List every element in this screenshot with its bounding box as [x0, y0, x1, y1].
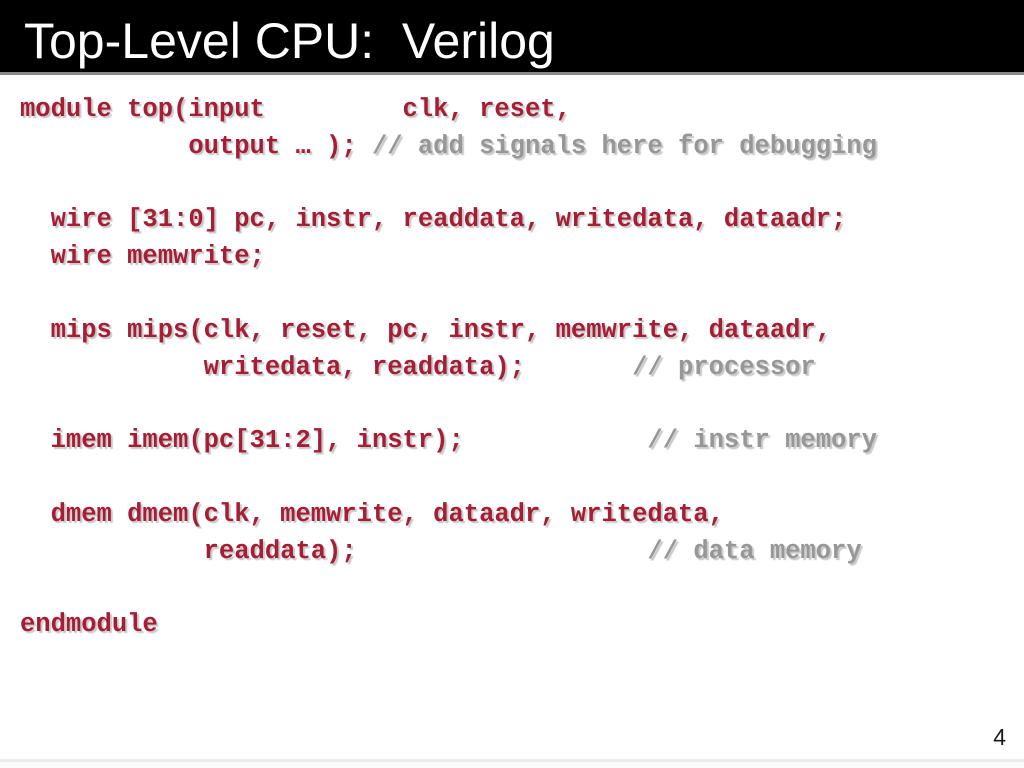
code-comment: // data memory: [647, 536, 862, 566]
code-text: dmem dmem(clk, memwrite, dataadr, writed…: [20, 499, 724, 529]
code-text: wire [31:0] pc, instr, readdata, writeda…: [20, 205, 847, 235]
slide-title-bar: Top-Level CPU: Verilog: [0, 0, 1024, 75]
slide-title: Top-Level CPU: Verilog: [24, 13, 555, 69]
code-text: endmodule: [20, 610, 158, 640]
code-text: readdata);: [20, 536, 648, 566]
code-line: readdata); // data memory: [20, 534, 1024, 571]
code-line: [20, 276, 1024, 313]
code-comment: // add signals here for debugging: [371, 131, 877, 161]
footer-divider: [0, 759, 1024, 762]
code-line: [20, 386, 1024, 423]
code-text: module top(input clk, reset,: [20, 95, 571, 124]
code-line: imem imem(pc[31:2], instr); // instr mem…: [20, 423, 1024, 460]
code-line: endmodule: [20, 607, 1024, 644]
footer-strip: [0, 762, 1024, 768]
page-number: 4: [993, 724, 1006, 750]
code-line: mips mips(clk, reset, pc, instr, memwrit…: [20, 313, 1024, 350]
code-line: writedata, readdata); // processor: [20, 350, 1024, 387]
code-line: wire [31:0] pc, instr, readdata, writeda…: [20, 202, 1024, 239]
code-text: output … );: [20, 131, 372, 161]
code-line: module top(input clk, reset,: [20, 92, 1024, 129]
code-text: mips mips(clk, reset, pc, instr, memwrit…: [20, 315, 832, 345]
code-comment: // instr memory: [647, 426, 877, 456]
code-line: [20, 166, 1024, 203]
code-text: writedata, readdata);: [20, 352, 633, 382]
code-comment: // processor: [632, 352, 816, 382]
code-block: module top(input clk, reset, output … );…: [20, 92, 1024, 644]
code-text: wire memwrite;: [20, 242, 265, 272]
code-line: [20, 460, 1024, 497]
code-line: output … ); // add signals here for debu…: [20, 129, 1024, 166]
code-line: [20, 570, 1024, 607]
code-text: imem imem(pc[31:2], instr);: [20, 426, 648, 456]
code-line: dmem dmem(clk, memwrite, dataadr, writed…: [20, 497, 1024, 534]
code-line: wire memwrite;: [20, 239, 1024, 276]
